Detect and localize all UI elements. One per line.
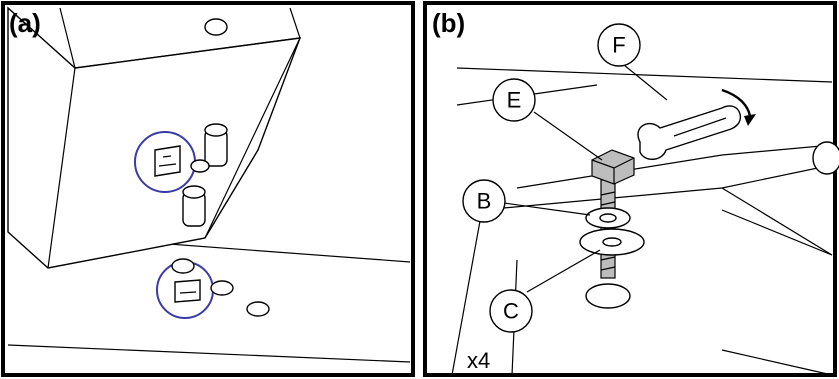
panel-a: (a)	[0, 0, 417, 379]
leader-C	[526, 249, 601, 293]
dowel-upper	[204, 123, 228, 167]
cabinet-box	[7, 6, 302, 269]
floor-hole-1	[171, 258, 195, 274]
panel-b-frame	[423, 1, 837, 377]
dowel-hole-upper	[190, 159, 210, 173]
dowel-lower	[182, 185, 206, 227]
callout-B-text: B	[477, 189, 492, 214]
callout-F-text: F	[612, 33, 625, 58]
bolt-hole	[585, 283, 631, 309]
panel-a-label: (a)	[9, 8, 41, 38]
floor-hole-2	[210, 280, 234, 296]
callout-E-text: E	[507, 88, 522, 113]
cabinet-marker	[134, 131, 196, 193]
panel-b-illustration: F E B C (b) x4	[423, 1, 839, 377]
top-hole	[204, 18, 228, 36]
floor-edge-lower	[7, 344, 411, 363]
quantity-multiplier: x4	[467, 348, 490, 373]
panel-a-frame	[1, 1, 415, 377]
panel-b: F E B C (b) x4	[422, 0, 839, 379]
floor-hole-3	[246, 301, 270, 317]
callout-F: F	[597, 23, 641, 67]
callout-B: B	[462, 179, 506, 223]
leader-F	[623, 64, 668, 101]
washer-B	[585, 207, 631, 229]
callout-E: E	[492, 78, 536, 122]
panel-b-label: (b)	[432, 8, 465, 38]
side-hole	[812, 141, 839, 175]
panel-a-illustration: (a)	[1, 1, 415, 377]
washer-C	[579, 228, 645, 256]
callout-C-text: C	[503, 299, 519, 324]
leader-B	[503, 202, 591, 216]
callout-C: C	[489, 289, 533, 333]
background-surfaces	[451, 67, 839, 376]
leader-E	[533, 111, 603, 161]
rotation-arrow-icon	[744, 114, 756, 126]
wrench-F	[637, 88, 756, 160]
